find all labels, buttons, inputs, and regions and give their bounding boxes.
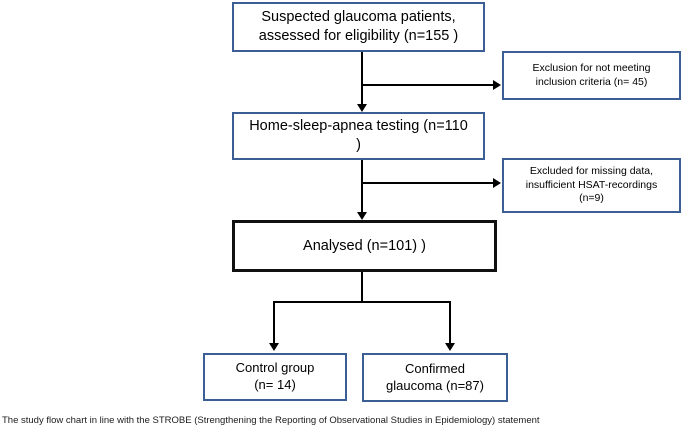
connector-analysed-split-stem (361, 272, 363, 303)
node-control-group-line2: (n= 14) (254, 377, 296, 392)
node-exclusion-2-line2: insufficient HSAT-recordings (525, 178, 658, 191)
node-suspected-line1: Suspected glaucoma patients, (261, 9, 456, 26)
arrowhead-down-to-control-group (269, 343, 279, 351)
node-suspected-glaucoma-patients: Suspected glaucoma patients, assessed fo… (232, 2, 485, 52)
connector-suspected-to-hsat (361, 52, 363, 106)
node-analysed-text: Analysed (n=101) ) (291, 237, 438, 256)
node-exclusion-1-text: Exclusion for not meeting inclusion crit… (521, 62, 663, 89)
connector-to-control-group (273, 301, 275, 345)
connector-hsat-to-analysed (361, 160, 363, 214)
node-confirmed-glaucoma-text: Confirmed glaucoma (n=87) (374, 361, 496, 394)
node-control-group-line1: Control group (235, 360, 315, 376)
arrowhead-right-to-exclusion-2 (493, 178, 501, 188)
arrowhead-down-to-confirmed-glaucoma (445, 343, 455, 351)
node-home-sleep-apnea-testing: Home-sleep-apnea testing (n=110 ) (232, 112, 485, 160)
node-control-group-text: Control group (n= 14) (224, 360, 327, 393)
connector-analysed-split-bar (273, 301, 451, 303)
node-confirmed-glaucoma-line2: glaucoma (n=87) (386, 377, 484, 393)
node-confirmed-glaucoma-line1: Confirmed (405, 360, 465, 376)
node-exclusion-2-line3: (n=9) (579, 192, 604, 205)
arrowhead-down-to-hsat (357, 104, 367, 112)
node-exclusion-inclusion-criteria: Exclusion for not meeting inclusion crit… (502, 51, 681, 100)
node-exclusion-1-line2: inclusion criteria (n= 45) (535, 75, 648, 88)
connector-to-confirmed-glaucoma (449, 301, 451, 345)
node-suspected-text: Suspected glaucoma patients, assessed fo… (247, 8, 470, 45)
figure-caption: The study flow chart in line with the ST… (2, 415, 540, 426)
node-exclusion-1-line1: Exclusion for not meeting (532, 62, 651, 75)
node-excluded-missing-data: Excluded for missing data, insufficient … (502, 158, 681, 213)
connector-branch-to-exclusion-2 (361, 182, 494, 184)
node-control-group: Control group (n= 14) (203, 353, 347, 401)
arrowhead-right-to-exclusion-1 (493, 80, 501, 90)
node-hsat-text: Home-sleep-apnea testing (n=110 ) (234, 117, 483, 154)
node-analysed: Analysed (n=101) ) (232, 220, 497, 272)
node-hsat-line1: Home-sleep-apnea testing (n=110 ) (249, 118, 468, 153)
node-confirmed-glaucoma: Confirmed glaucoma (n=87) (362, 353, 508, 402)
node-analysed-line1: Analysed (n=101) ) (303, 237, 426, 254)
node-exclusion-2-line1: Excluded for missing data, (529, 165, 654, 178)
node-exclusion-2-text: Excluded for missing data, insufficient … (514, 165, 670, 205)
connector-branch-to-exclusion-1 (361, 84, 494, 86)
arrowhead-down-to-analysed (357, 212, 367, 220)
node-suspected-line2: assessed for eligibility (n=155 ) (258, 28, 459, 44)
